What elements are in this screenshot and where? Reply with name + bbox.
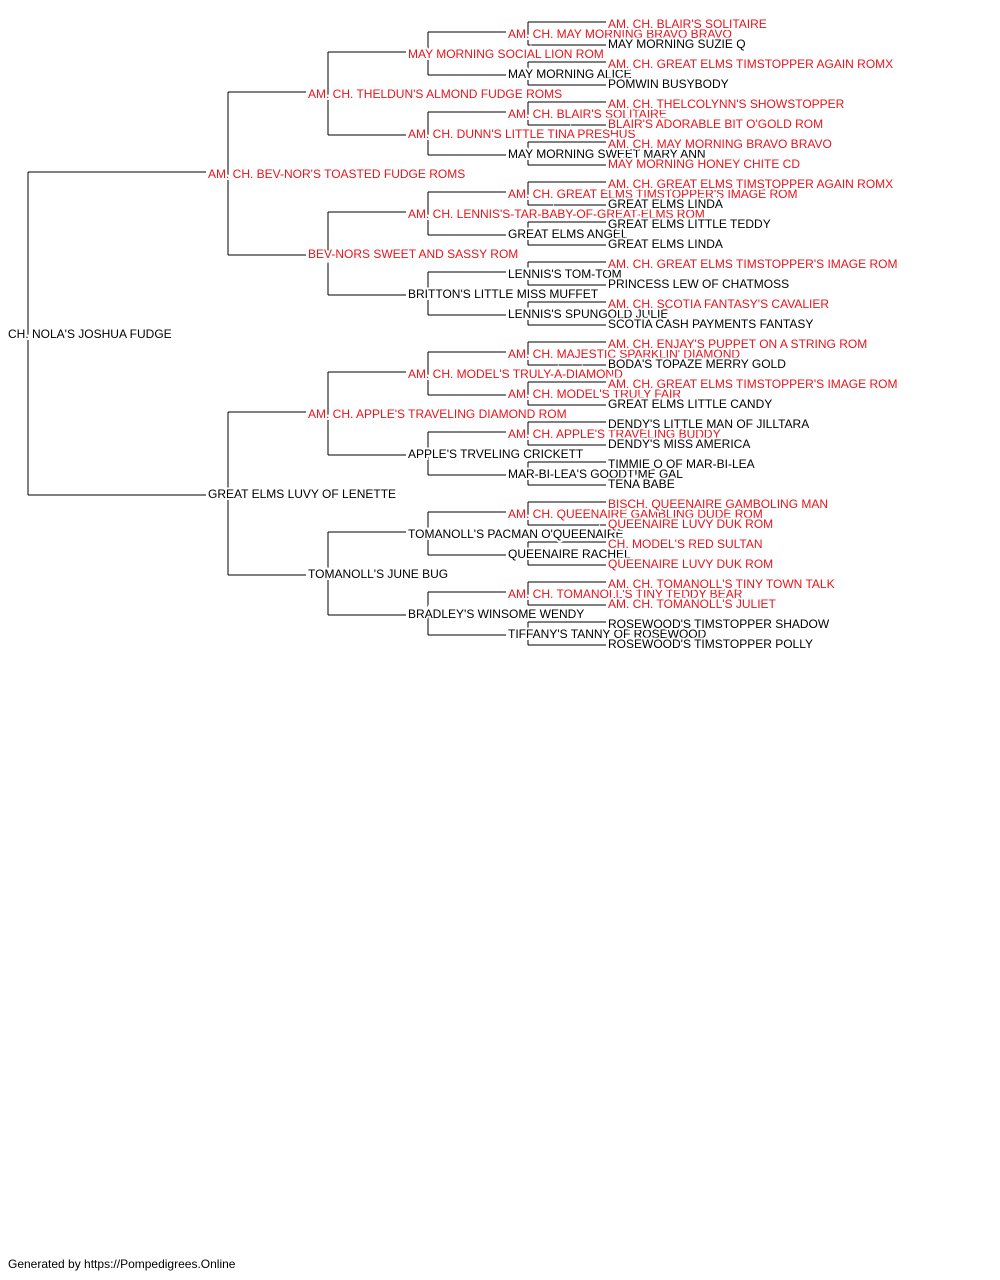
footer-credit: Generated by https://Pompedigrees.Online xyxy=(8,1257,236,1271)
dog-name-gen-5: AM. CH. GREAT ELMS TIMSTOPPER AGAIN ROMX xyxy=(608,57,893,71)
dog-name-gen-5: AM. CH. GREAT ELMS TIMSTOPPER AGAIN ROMX xyxy=(608,177,893,191)
dog-name-gen-3: AM. CH. MODEL'S TRULY-A-DIAMOND xyxy=(408,367,623,381)
dog-name-gen-2: AM. CH. THELDUN'S ALMOND FUDGE ROMS xyxy=(308,87,562,101)
dog-name-gen-5: SCOTIA CASH PAYMENTS FANTASY xyxy=(608,317,813,331)
dog-name-gen-3: AM. CH. DUNN'S LITTLE TINA PRESHUS xyxy=(408,127,635,141)
dog-name-gen-3: BRADLEY'S WINSOME WENDY xyxy=(408,607,584,621)
dog-name-gen-2: BEV-NORS SWEET AND SASSY ROM xyxy=(308,247,518,261)
dog-name-gen-5: MAY MORNING SUZIE Q xyxy=(608,37,746,51)
dog-name-gen-4: AM. CH. MAJESTIC SPARKLIN' DIAMOND xyxy=(508,347,740,361)
dog-name-gen-5: CH. MODEL'S RED SULTAN xyxy=(608,537,763,551)
dog-name-gen-4: AM. CH. APPLE'S TRAVELING BUDDY xyxy=(508,427,721,441)
dog-name-gen-5: QUEENAIRE LUVY DUK ROM xyxy=(608,557,773,571)
dog-name-gen-4: LENNIS'S SPUNGOLD JULIE xyxy=(508,307,668,321)
dog-name-gen-5: GREAT ELMS LITTLE TEDDY xyxy=(608,217,771,231)
dog-name-gen-4: QUEENAIRE RACHEL xyxy=(508,547,631,561)
dog-name-gen-4: AM. CH. TOMANOLL'S TINY TEDDY BEAR xyxy=(508,587,743,601)
dog-name-gen-3: BRITTON'S LITTLE MISS MUFFET xyxy=(408,287,599,301)
dog-name-gen-4: GREAT ELMS ANGEL xyxy=(508,227,628,241)
dog-name-gen-5: TIMMIE O OF MAR-BI-LEA xyxy=(608,457,755,471)
dog-name-gen-5: DENDY'S LITTLE MAN OF JILLTARA xyxy=(608,417,809,431)
dog-name-gen-5: GREAT ELMS LITTLE CANDY xyxy=(608,397,772,411)
dog-name-gen-5: DENDY'S MISS AMERICA xyxy=(608,437,750,451)
dog-name-gen-0: CH. NOLA'S JOSHUA FUDGE xyxy=(8,327,172,341)
dog-name-gen-4: MAY MORNING ALICE xyxy=(508,67,632,81)
dog-name-gen-4: MAR-BI-LEA'S GOODTIME GAL xyxy=(508,467,683,481)
dog-name-gen-4: LENNIS'S TOM-TOM xyxy=(508,267,622,281)
dog-name-gen-1: AM. CH. BEV-NOR'S TOASTED FUDGE ROMS xyxy=(208,167,465,181)
dog-name-gen-3: MAY MORNING SOCIAL LION ROM xyxy=(408,47,604,61)
dog-name-gen-5: MAY MORNING HONEY CHITE CD xyxy=(608,157,800,171)
dog-name-gen-5: AM. CH. ENJAY'S PUPPET ON A STRING ROM xyxy=(608,337,867,351)
dog-name-gen-5: AM. CH. GREAT ELMS TIMSTOPPER'S IMAGE RO… xyxy=(608,377,897,391)
dog-name-gen-5: AM. CH. GREAT ELMS TIMSTOPPER'S IMAGE RO… xyxy=(608,257,897,271)
dog-name-gen-2: AM. CH. APPLE'S TRAVELING DIAMOND ROM xyxy=(308,407,567,421)
dog-name-gen-5: BODA'S TOPAZE MERRY GOLD xyxy=(608,357,786,371)
dog-name-gen-5: AM. CH. BLAIR'S SOLITAIRE xyxy=(608,17,767,31)
dog-name-gen-5: GREAT ELMS LINDA xyxy=(608,197,723,211)
dog-name-gen-4: TIFFANY'S TANNY OF ROSEWOOD xyxy=(508,627,707,641)
dog-name-gen-4: AM. CH. MAY MORNING BRAVO BRAVO xyxy=(508,27,732,41)
dog-name-gen-3: APPLE'S TRVELING CRICKETT xyxy=(408,447,584,461)
dog-name-gen-5: AM. CH. MAY MORNING BRAVO BRAVO xyxy=(608,137,832,151)
dog-name-gen-5: AM. CH. THELCOLYNN'S SHOWSTOPPER xyxy=(608,97,845,111)
dog-name-gen-5: POMWIN BUSYBODY xyxy=(608,77,729,91)
dog-name-gen-5: BLAIR'S ADORABLE BIT O'GOLD ROM xyxy=(608,117,823,131)
dog-name-gen-5: BISCH. QUEENAIRE GAMBOLING MAN xyxy=(608,497,828,511)
dog-name-gen-4: AM. CH. GREAT ELMS TIMSTOPPER'S IMAGE RO… xyxy=(508,187,797,201)
dog-name-gen-5: ROSEWOOD'S TIMSTOPPER SHADOW xyxy=(608,617,830,631)
dog-name-gen-3: AM. CH. LENNIS'S-TAR-BABY-OF-GREAT-ELMS … xyxy=(408,207,705,221)
dog-name-gen-5: TENA BABE xyxy=(608,477,675,491)
dog-name-gen-5: AM. CH. TOMANOLL'S TINY TOWN TALK xyxy=(608,577,835,591)
dog-name-gen-1: GREAT ELMS LUVY OF LENETTE xyxy=(208,487,396,501)
dog-name-gen-5: GREAT ELMS LINDA xyxy=(608,237,723,251)
dog-name-gen-3: TOMANOLL'S PACMAN O'QUEENAIRE xyxy=(408,527,624,541)
dog-name-gen-5: QUEENAIRE LUVY DUK ROM xyxy=(608,517,773,531)
dog-name-gen-5: AM. CH. TOMANOLL'S JULIET xyxy=(608,597,777,611)
dog-name-gen-4: MAY MORNING SWEET MARY ANN xyxy=(508,147,706,161)
dog-name-gen-4: AM. CH. BLAIR'S SOLITAIRE xyxy=(508,107,667,121)
dog-name-gen-5: PRINCESS LEW OF CHATMOSS xyxy=(608,277,789,291)
dog-name-gen-4: AM. CH. MODEL'S TRULY FAIR xyxy=(508,387,681,401)
dog-name-gen-5: AM. CH. SCOTIA FANTASY'S CAVALIER xyxy=(608,297,829,311)
dog-name-gen-2: TOMANOLL'S JUNE BUG xyxy=(308,567,448,581)
dog-name-gen-5: ROSEWOOD'S TIMSTOPPER POLLY xyxy=(608,637,813,651)
dog-name-gen-4: AM. CH. QUEENAIRE GAMBLING DUDE ROM xyxy=(508,507,763,521)
